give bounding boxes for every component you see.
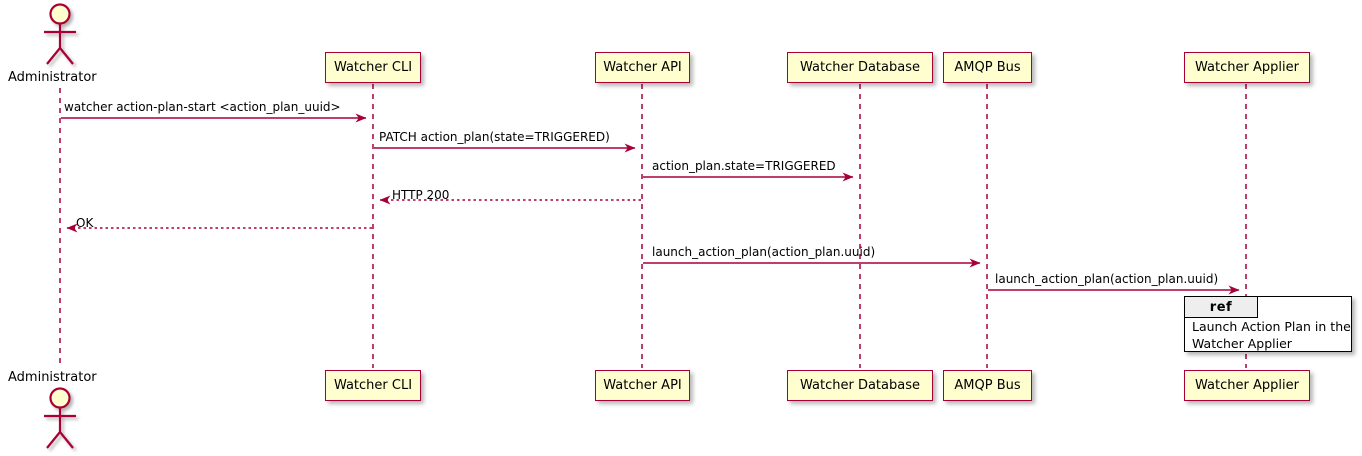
ref-fragment-body: Launch Action Plan in the Watcher Applie… [1192, 319, 1351, 353]
participant-box-watcher-applier-top[interactable]: Watcher Applier [1184, 52, 1310, 83]
participant-label-watcher-database-top: Watcher Database [800, 60, 920, 75]
participant-box-watcher-cli-top[interactable]: Watcher CLI [325, 52, 421, 83]
message-label-3: action_plan.state=TRIGGERED [652, 159, 836, 173]
message-label-4: HTTP 200 [392, 188, 450, 202]
participant-label-watcher-applier-top: Watcher Applier [1195, 60, 1299, 75]
participant-label-watcher-applier-bottom: Watcher Applier [1195, 378, 1299, 393]
message-arrows [61, 113, 1240, 295]
message-label-7: launch_action_plan(action_plan.uuid) [995, 272, 1219, 286]
message-label-1: watcher action-plan-start <action_plan_u… [64, 100, 341, 114]
participant-box-watcher-database-bottom[interactable]: Watcher Database [787, 370, 933, 401]
participant-box-watcher-api-top[interactable]: Watcher API [595, 52, 690, 83]
participant-box-watcher-cli-bottom[interactable]: Watcher CLI [325, 370, 421, 401]
participant-label-watcher-cli-bottom: Watcher CLI [333, 378, 413, 393]
participant-label-watcher-cli-top: Watcher CLI [333, 60, 413, 75]
actor-label-administrator-bottom: Administrator [8, 370, 97, 385]
actor-label-administrator-top: Administrator [8, 70, 97, 85]
actor-figure-top [44, 3, 76, 65]
participant-box-amqp-bus-bottom[interactable]: AMQP Bus [943, 370, 1032, 401]
ref-fragment[interactable]: ref Launch Action Plan in the Watcher Ap… [1184, 296, 1352, 352]
participant-label-watcher-api-bottom: Watcher API [603, 378, 682, 393]
participant-label-amqp-bus-bottom: AMQP Bus [954, 378, 1021, 393]
message-label-6: launch_action_plan(action_plan.uuid) [652, 245, 876, 259]
participant-label-watcher-api-top: Watcher API [603, 60, 682, 75]
participant-label-watcher-database-bottom: Watcher Database [800, 378, 920, 393]
participant-box-watcher-database-top[interactable]: Watcher Database [787, 52, 933, 83]
ref-fragment-line-1: Launch Action Plan in the [1192, 319, 1351, 334]
ref-fragment-tag: ref [1185, 297, 1258, 318]
participant-box-watcher-applier-bottom[interactable]: Watcher Applier [1184, 370, 1310, 401]
lifelines [59, 84, 1247, 368]
participant-box-watcher-api-bottom[interactable]: Watcher API [595, 370, 690, 401]
ref-fragment-line-2: Watcher Applier [1192, 335, 1292, 351]
message-label-2: PATCH action_plan(state=TRIGGERED) [379, 130, 610, 144]
participant-box-amqp-bus-top[interactable]: AMQP Bus [943, 52, 1032, 83]
actor-figure-bottom [44, 387, 76, 449]
message-label-5: OK [76, 216, 94, 230]
participant-label-amqp-bus-top: AMQP Bus [954, 60, 1021, 75]
